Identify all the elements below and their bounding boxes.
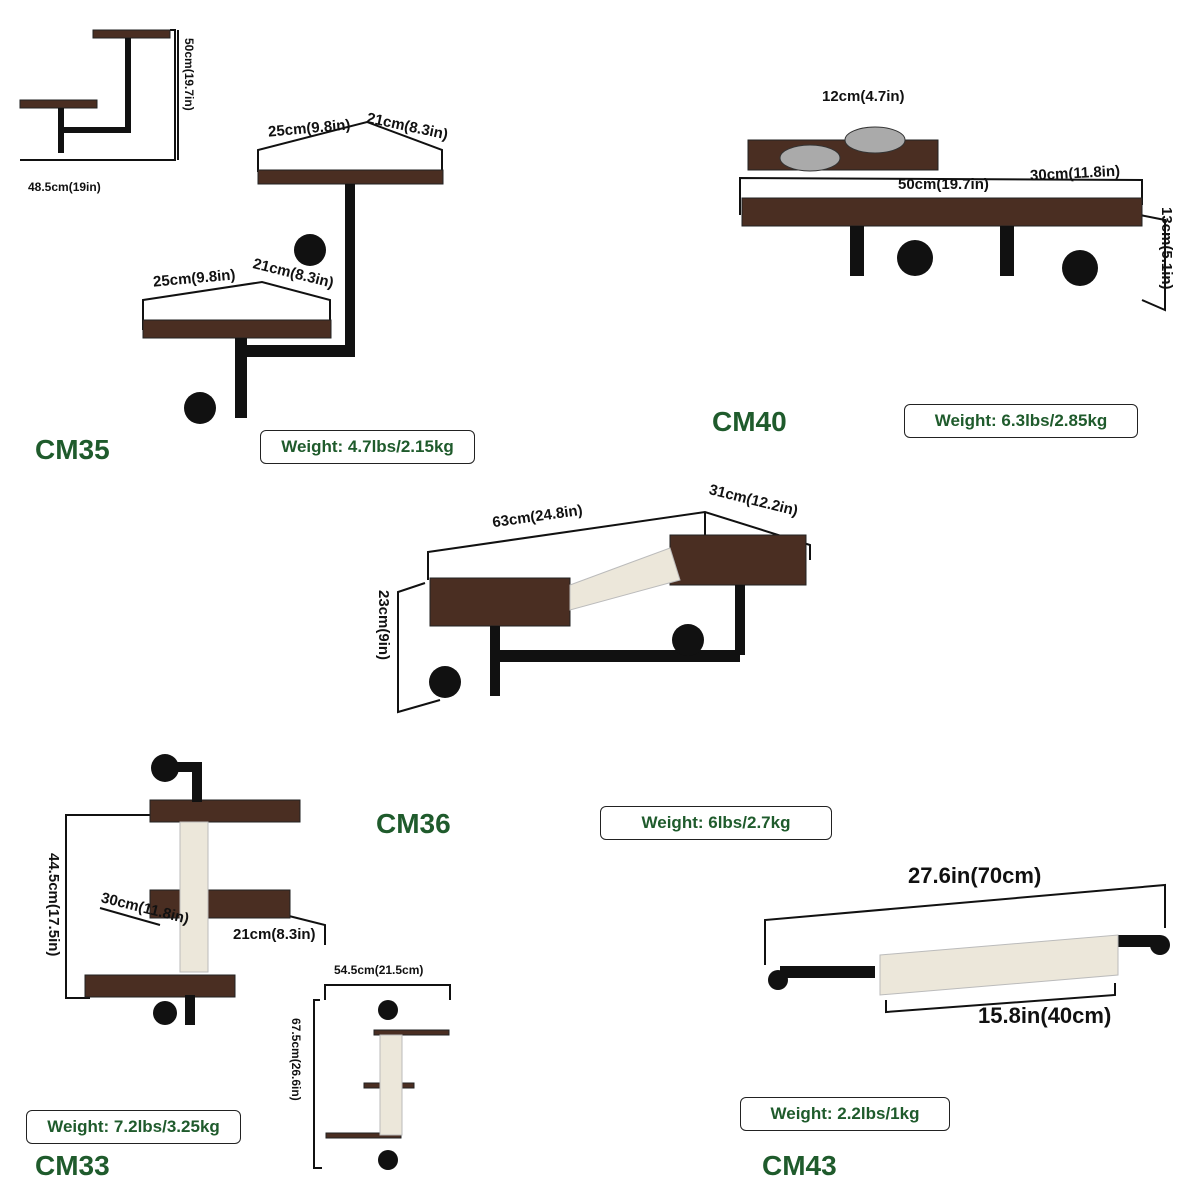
cm43-model-label: CM43 — [762, 1150, 837, 1181]
cm43-total-length-label: 27.6in(70cm) — [908, 863, 1042, 888]
cm33-height-label: 44.5cm(17.5in) — [45, 853, 62, 957]
cm40-length-label: 50cm(19.7in) — [898, 176, 989, 193]
cm35-weight-badge: Weight: 4.7lbs/2.15kg — [260, 430, 475, 464]
cm40-height-label: 13cm(5.1in) — [1158, 207, 1175, 290]
cm35-model-label: CM35 — [35, 434, 110, 465]
cm36-height-label: 23cm(9in) — [375, 590, 392, 661]
cm36-model-label: CM36 — [376, 808, 451, 839]
cm40-bowl-label: 12cm(4.7in) — [822, 88, 905, 105]
cm33-depth-label: 21cm(8.3in) — [233, 926, 316, 943]
cm33-alt-width-label: 54.5cm(21.5cm) — [334, 963, 424, 977]
cm33-model-label: CM33 — [35, 1150, 110, 1181]
cm43-post-length-label: 15.8in(40cm) — [978, 1003, 1112, 1028]
cm40-weight-badge: Weight: 6.3lbs/2.85kg — [904, 404, 1138, 438]
cm35-overall-height-label: 50cm(19.7in) — [182, 38, 196, 111]
cm35-overall-width-label: 48.5cm(19in) — [28, 180, 101, 194]
cm33-alt-height-label: 67.5cm(26.6in) — [289, 1018, 303, 1101]
cm33-weight-badge: Weight: 7.2lbs/3.25kg — [26, 1110, 241, 1144]
cm43-weight-badge: Weight: 2.2lbs/1kg — [740, 1097, 950, 1131]
shelves — [19, 29, 1143, 1139]
cm40-model-label: CM40 — [712, 406, 787, 437]
cm36-weight-badge: Weight: 6lbs/2.7kg — [600, 806, 832, 840]
